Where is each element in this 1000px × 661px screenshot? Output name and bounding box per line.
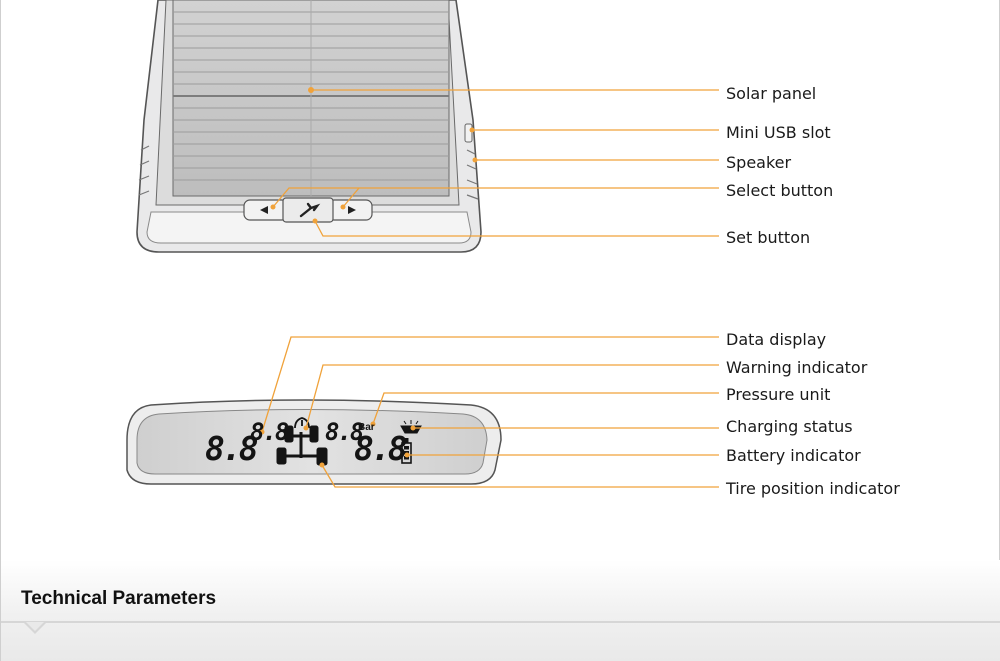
solar-cell-lines xyxy=(173,0,449,196)
section-divider xyxy=(1,621,1000,623)
section-notch-inner xyxy=(26,622,44,631)
top-leader-dots xyxy=(270,87,478,224)
button-cluster xyxy=(243,197,373,223)
leader-tire-position-indicator xyxy=(321,464,719,488)
leader-select-button xyxy=(272,187,719,208)
segment-bottom-right: 8.8 xyxy=(354,429,408,468)
label-battery-indicator: Battery indicator xyxy=(726,446,861,465)
segment-top-left: 8.8 xyxy=(250,418,289,446)
label-set-button: Set button xyxy=(726,228,811,247)
tire-warning-icon xyxy=(294,417,310,429)
solar-unit xyxy=(136,0,482,253)
top-leaders xyxy=(272,89,719,237)
label-data-display: Data display xyxy=(726,330,827,349)
leader-pressure-unit xyxy=(372,392,719,425)
leader-set-button xyxy=(314,220,719,237)
label-mini-usb-slot: Mini USB slot xyxy=(726,123,831,142)
left-triangle-icon xyxy=(260,206,268,214)
device-shell-lower xyxy=(146,211,472,244)
label-solar-panel: Solar panel xyxy=(726,84,817,103)
label-pressure-unit: Pressure unit xyxy=(726,385,831,404)
tire-position-icon xyxy=(276,425,328,466)
segment-bottom-left: 8.8 xyxy=(205,429,259,468)
leader-select-button-right xyxy=(342,187,360,208)
leader-warning-indicator xyxy=(305,364,719,429)
lcd-display-unit xyxy=(126,336,719,488)
speaker xyxy=(466,149,479,200)
right-triangle-icon xyxy=(348,206,356,214)
mini-usb-slot[interactable] xyxy=(464,123,473,143)
label-warning-indicator: Warning indicator xyxy=(726,358,868,377)
section-title: Technical Parameters xyxy=(21,588,217,609)
left-grille xyxy=(138,145,150,196)
segment-top-right: 8.8 xyxy=(325,418,364,446)
lcd-leaders xyxy=(261,336,719,488)
label-speaker: Speaker xyxy=(726,153,792,172)
wrench-icon xyxy=(299,202,321,218)
pressure-unit: Bar xyxy=(358,422,375,433)
section-header-band xyxy=(1,560,1000,661)
label-select-button: Select button xyxy=(726,181,834,200)
label-tire-position-indicator: Tire position indicator xyxy=(726,479,900,498)
leader-data-display xyxy=(261,336,719,433)
label-charging-status: Charging status xyxy=(726,417,853,436)
lcd-leader-dots xyxy=(259,421,416,468)
